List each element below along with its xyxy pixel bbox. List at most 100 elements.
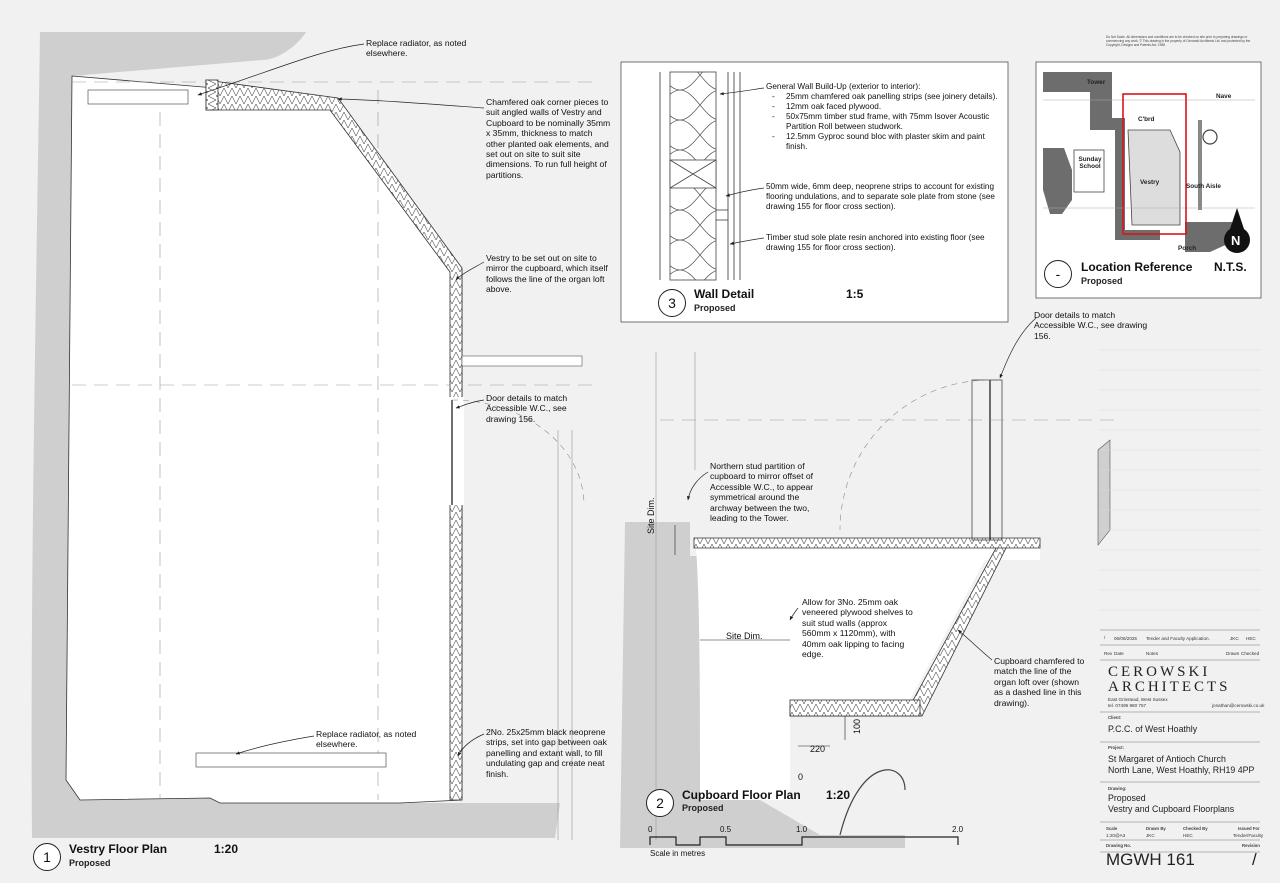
location-status: Proposed — [1081, 276, 1123, 286]
neoprene-detail — [716, 209, 728, 221]
loc-south-aisle: South Aisle — [1186, 183, 1221, 190]
note-door-left: Door details to match Accessible W.C., s… — [486, 393, 568, 424]
location-number: - — [1044, 260, 1072, 288]
scale-tick-0: 0 — [648, 825, 653, 834]
dim-100: 100 — [852, 718, 862, 734]
shelf — [789, 699, 921, 717]
note-shelves: Allow for 3No. 25mm oak veneered plywood… — [802, 597, 913, 660]
note-sole-plate: Timber stud sole plate resin anchored in… — [766, 233, 985, 252]
leader-neoprene — [457, 733, 485, 757]
view-3-title: Wall Detail — [694, 287, 755, 301]
meta-checked: HEC — [1183, 833, 1193, 838]
tb-blank-rows — [1100, 349, 1260, 611]
view-2-title: Cupboard Floor Plan — [682, 788, 801, 802]
drawing-line2: Vestry and Cupboard Floorplans — [1108, 804, 1235, 814]
view-3-status: Proposed — [694, 303, 736, 313]
rev-header-rev: Rev — [1104, 651, 1113, 656]
leader-radiator-top — [197, 43, 365, 96]
church-walls — [1043, 148, 1072, 214]
drawing-number: MGWH 161 — [1106, 850, 1195, 869]
location-plan — [1035, 61, 1262, 299]
meta-header-scale: Scale — [1106, 826, 1118, 831]
vestry-slab — [405, 803, 462, 838]
vestry-stud-wall — [205, 79, 463, 801]
loc-nave: Nave — [1216, 93, 1232, 100]
project-label: Project: — [1108, 745, 1124, 750]
location-scale: N.T.S. — [1214, 260, 1247, 274]
firm-email: jonathan@cerowski.co.uk — [1212, 703, 1265, 708]
rev-value: / — [1104, 635, 1106, 640]
drawing-label: Drawing: — [1108, 786, 1127, 791]
revision-label: Revision — [1242, 843, 1260, 848]
loc-vestry: Vestry — [1140, 179, 1160, 186]
loc-porch: Porch — [1178, 245, 1197, 252]
wall-buildup-item: 12mm oak faced plywood. — [772, 102, 1002, 112]
location-title: Location Reference — [1081, 260, 1193, 274]
view-1-title: Vestry Floor Plan — [69, 842, 168, 856]
scale-tick-10: 1.0 — [796, 825, 808, 834]
rev-date: 06/08/2025 — [1114, 636, 1137, 641]
project-line1: St Margaret of Antioch Church — [1108, 754, 1226, 764]
vestry-block — [1127, 129, 1181, 226]
leader-northern-stud — [686, 471, 709, 501]
note-chamfered: Chamfered oak corner pieces to suit angl… — [486, 97, 611, 180]
view-1-status: Proposed — [69, 858, 111, 868]
leader-chamfered — [337, 97, 485, 109]
wall-buildup-item: 50x75mm timber stud frame, with 75mm Iso… — [772, 112, 1002, 132]
arch-curve — [839, 769, 906, 836]
view-3-scale: 1:5 — [846, 287, 864, 301]
leader-radiator-bottom — [235, 735, 315, 755]
client-value: P.C.C. of West Hoathly — [1108, 724, 1198, 734]
door-swing-arc — [839, 379, 991, 531]
view-2-scale: 1:20 — [826, 788, 851, 802]
right-existing-wall — [1097, 439, 1111, 546]
wall-buildup-title: General Wall Build-Up (exterior to inter… — [766, 82, 921, 91]
firm-logo-line1: CEROWSKI — [1108, 664, 1211, 680]
rev-drawn: JKC — [1230, 636, 1239, 641]
project-line2: North Lane, West Hoathly, RH19 4PP — [1108, 765, 1255, 775]
client-label: Client: — [1108, 715, 1122, 720]
rev-header-date: Date — [1114, 651, 1124, 656]
pillar — [1202, 129, 1218, 145]
scale-bar-label: Scale in metres — [650, 849, 706, 858]
leader-lines — [197, 43, 1037, 757]
scale-bar-ticks — [649, 836, 959, 846]
note-wall-buildup: General Wall Build-Up (exterior to inter… — [766, 82, 1002, 152]
view-3-number: 3 — [658, 289, 686, 317]
note-radiator-bottom: Replace radiator, as noted elsewhere. — [316, 729, 417, 750]
drawing-no-label: Drawing No. — [1106, 843, 1132, 848]
corridor-wall — [461, 355, 583, 367]
drawing-revision: / — [1252, 850, 1257, 869]
meta-issued: Tender/Faculty — [1233, 833, 1264, 838]
leader-neoprene-floor — [725, 187, 765, 197]
rev-header-checked: Checked — [1241, 651, 1260, 656]
view-1-scale: 1:20 — [214, 842, 239, 856]
firm-address: East Grinstead, West Sussex — [1108, 697, 1168, 702]
note-neoprene-floor: 50mm wide, 6mm deep, neoprene strips to … — [766, 182, 995, 211]
meta-header-drawn: Drawn By — [1146, 826, 1166, 831]
rev-notes: Tender and Faculty Application. — [1146, 636, 1210, 641]
door-swing-arc — [451, 399, 585, 506]
note-cupboard-chamfer: Cupboard chamfered to match the line of … — [994, 656, 1085, 708]
cupboard-existing-wall — [620, 522, 905, 848]
north-label: N — [1231, 233, 1241, 248]
pillar-stack — [1198, 120, 1202, 210]
radiator-top — [87, 89, 189, 105]
rev-header-drawn: Drawn — [1226, 651, 1240, 656]
view-1-number: 1 — [33, 843, 61, 871]
church-walls — [1043, 72, 1160, 240]
site-dim-vertical: Site Dim. — [646, 497, 656, 534]
north-arrow-icon — [1224, 227, 1250, 253]
scale-tick-20: 2.0 — [952, 825, 964, 834]
vestry-plan — [31, 32, 600, 840]
leader-sole-plate — [729, 237, 765, 245]
view-2-status: Proposed — [682, 803, 724, 813]
loc-cbrd: C'brd — [1138, 116, 1155, 123]
rev-checked: HEC — [1246, 636, 1256, 641]
scale-bar — [649, 836, 959, 846]
sheet-disclaimer: Do Not Scale. All dimensions and conditi… — [1106, 35, 1251, 47]
leader-door-left — [455, 399, 485, 409]
door-opening — [971, 379, 1003, 541]
leader-cupboard-chamfer — [957, 629, 993, 661]
